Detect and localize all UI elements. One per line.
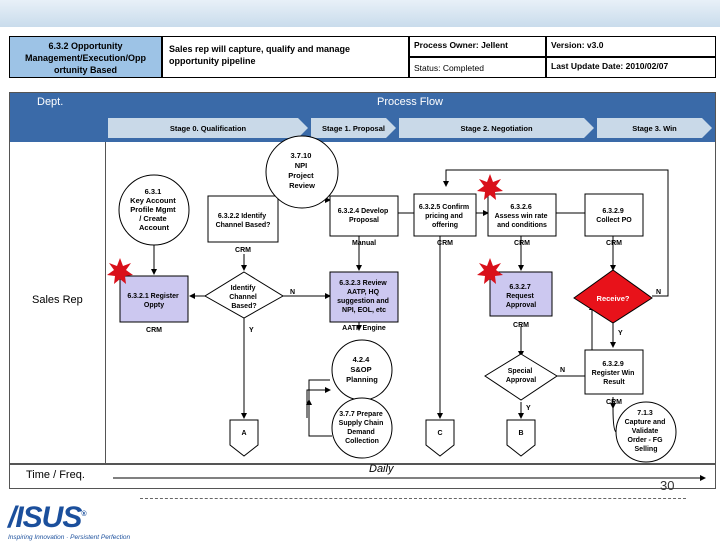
svg-text:6.3.2.2 Identify Channel: 6.3.2.2 Identify Channel Based?	[216, 213, 271, 229]
svg-text:CRM: CRM	[606, 399, 622, 406]
svg-text:Identify Channel B: Identify Channel Based?	[229, 285, 259, 310]
svg-text:C: C	[437, 430, 442, 437]
stage-3: Stage 3. Win	[597, 118, 712, 138]
svg-text:CRM: CRM	[513, 322, 529, 329]
svg-text:6.3.2.9 Collect PO: 6.3.2.9 Collect PO	[596, 208, 632, 224]
svg-text:AATP Engine: AATP Engine	[342, 325, 386, 332]
svg-text:Y: Y	[526, 405, 531, 412]
svg-text:Receive?: Receive?	[597, 294, 630, 303]
star-icon	[477, 258, 503, 284]
svg-text:CRM: CRM	[606, 240, 622, 247]
node-register-win-result: 6.3.2.9 Register Win Result CRM	[584, 349, 644, 406]
svg-text:Special Approval: Special Approval	[506, 368, 536, 384]
process-owner: Process Owner: Jellent	[409, 36, 546, 57]
top-banner	[0, 0, 720, 27]
svg-text:6.3.2.4 Develop Proposal: 6.3.2.4 Develop Proposal	[338, 208, 391, 224]
svg-text:6.3.2.3 Review AATP, HQ: 6.3.2.3 Review AATP, HQ suggestion and N…	[337, 280, 391, 314]
svg-text:N: N	[290, 289, 295, 296]
process-grid	[9, 92, 716, 464]
svg-text:7.1.3 Capture and: 7.1.3 Capture and Validate Order - FG Se…	[625, 410, 668, 453]
node-request-approval: 6.3.2.7 Request Approval CRM	[489, 271, 553, 329]
page-number: 30	[660, 478, 675, 493]
star-icon	[477, 174, 503, 200]
node-collect-po: 6.3.2.9 Collect PO CRM	[584, 193, 644, 247]
node-develop-proposal: 6.3.2.4 Develop Proposal Manual	[329, 195, 399, 247]
lane-sales-rep: Sales Rep	[32, 294, 83, 306]
status-label: Status: Completed	[409, 57, 546, 78]
dept-header: Dept.	[10, 93, 105, 142]
highlight-star-icons	[107, 174, 503, 284]
node-review-aatp: 6.3.2.3 Review AATP, HQ suggestion and N…	[329, 271, 399, 332]
node-sop-planning: 4.2.4 S&OP Planning	[331, 339, 393, 401]
connector-c: C	[425, 419, 455, 457]
svg-text:6.3.2.9 Register Win: 6.3.2.9 Register Win Result	[592, 361, 637, 386]
node-capture-validate-order: 7.1.3 Capture and Validate Order - FG Se…	[615, 401, 677, 463]
svg-text:6.3.1 Key Account: 6.3.1 Key Account Profile Mgmt / Create …	[130, 187, 178, 232]
version-label: Version: v3.0	[546, 36, 716, 57]
connector-a: A	[229, 419, 259, 457]
svg-text:N: N	[560, 367, 565, 374]
time-freq-row	[9, 464, 716, 489]
svg-text:N: N	[656, 289, 661, 296]
svg-text:4.2.4 S&OP Plannin: 4.2.4 S&OP Planning	[346, 355, 378, 384]
svg-text:Y: Y	[249, 327, 254, 334]
sop-loop-lines	[308, 379, 332, 437]
svg-text:B: B	[518, 430, 523, 437]
svg-text:Y: Y	[618, 330, 623, 337]
footer-divider	[140, 498, 686, 499]
stage-2: Stage 2. Negotiation	[399, 118, 594, 138]
node-identify-channel-task: 6.3.2.2 Identify Channel Based? CRM	[207, 195, 279, 254]
star-icon	[107, 258, 133, 284]
process-title: 6.3.2 Opportunity Management/Execution/O…	[9, 36, 162, 78]
svg-text:3.7.7 Prepare Supply Cha: 3.7.7 Prepare Supply Chain Demand Collec…	[339, 411, 386, 445]
daily-label: Daily	[369, 463, 394, 475]
svg-text:6.3.2.6 Assess win rate: 6.3.2.6 Assess win rate and conditions	[495, 204, 550, 229]
stage-1: Stage 1. Proposal	[311, 118, 396, 138]
asus-logo: /ISUS® Inspiring Innovation · Persistent…	[8, 501, 131, 541]
time-freq-label: Time / Freq.	[26, 469, 85, 481]
svg-text:6.3.2.1 Register Oppty: 6.3.2.1 Register Oppty	[127, 293, 180, 309]
node-npi-project-review: 3.7.10 NPI Project Review	[265, 135, 339, 209]
process-description: Sales rep will capture, qualify and mana…	[162, 36, 409, 78]
node-confirm-pricing: 6.3.2.5 Confirm pricing and offering CRM	[413, 193, 477, 247]
decision-receive: Receive? N Y	[573, 269, 661, 337]
svg-text:A: A	[241, 430, 246, 437]
stage-0: Stage 0. Qualification	[108, 118, 308, 138]
node-key-account-profile: 6.3.1 Key Account Profile Mgmt / Create …	[118, 174, 190, 246]
svg-text:6.3.2.7 Request Ap: 6.3.2.7 Request Approval	[506, 284, 536, 309]
node-prepare-supply-chain: 3.7.7 Prepare Supply Chain Demand Collec…	[331, 397, 393, 459]
svg-text:Manual: Manual	[352, 240, 376, 247]
tag-crm: CRM	[235, 247, 251, 254]
connector-b: B	[506, 419, 536, 457]
svg-text:6.3.2.5 Confirm pricing: 6.3.2.5 Confirm pricing and offering	[419, 204, 471, 229]
decision-identify-channel: Identify Channel Based? N Y	[204, 271, 295, 334]
svg-text:CRM: CRM	[146, 327, 162, 334]
node-register-oppty: 6.3.2.1 Register Oppty CRM	[119, 275, 189, 334]
process-flow-title: Process Flow	[376, 96, 444, 108]
svg-text:CRM: CRM	[514, 240, 530, 247]
node-assess-win-rate: 6.3.2.6 Assess win rate and conditions C…	[487, 193, 557, 247]
svg-text:3.7.10 NPI Project: 3.7.10 NPI Project Review	[288, 151, 316, 190]
svg-text:CRM: CRM	[437, 240, 453, 247]
last-update-label: Last Update Date: 2010/02/07	[546, 57, 716, 78]
decision-special-approval: Special Approval N Y	[484, 353, 565, 412]
